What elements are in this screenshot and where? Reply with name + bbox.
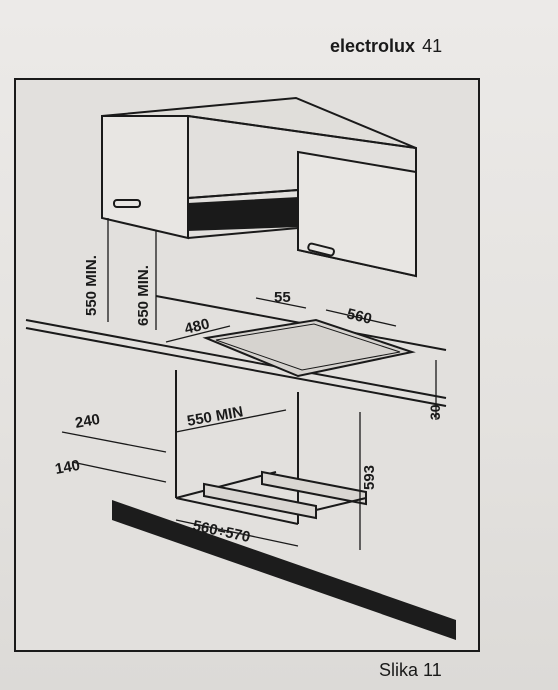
figure-caption: Slika 11 (379, 660, 442, 680)
floor-shadow (112, 500, 456, 640)
page-header: electrolux 41 (330, 36, 442, 57)
countertop (25, 295, 447, 407)
dim-593: 593 (361, 465, 378, 490)
wall-cabinets (101, 96, 417, 278)
dimension-lines (61, 218, 437, 550)
installation-figure: 550 MIN. 650 MIN. 55 560 480 30 240 550 … (14, 78, 480, 652)
dim-550-min-vertical: 550 MIN. (83, 255, 100, 316)
brand-name: electrolux (330, 36, 416, 56)
dim-550-min-horizontal: 550 MIN (186, 403, 245, 430)
dim-55: 55 (274, 289, 291, 306)
dim-480: 480 (183, 315, 211, 338)
page-number: 41 (422, 36, 443, 56)
base-cabinet (175, 370, 367, 525)
dim-30: 30 (427, 404, 443, 420)
dim-240: 240 (74, 411, 102, 432)
dim-560: 560 (345, 305, 373, 328)
installation-diagram: 550 MIN. 650 MIN. 55 560 480 30 240 550 … (25, 96, 456, 640)
dim-140: 140 (54, 457, 82, 478)
dim-650-min-vertical: 650 MIN. (135, 265, 152, 326)
